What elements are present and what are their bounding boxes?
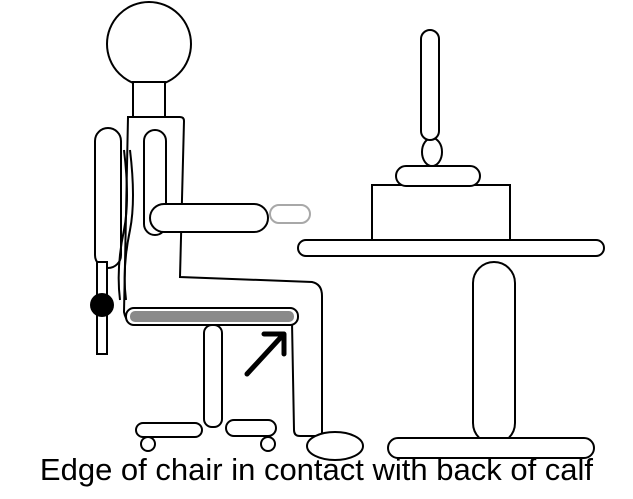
desk-leg	[473, 262, 515, 444]
chair-caster-left	[141, 437, 155, 451]
person-neck	[133, 82, 165, 117]
chair-backrest	[95, 128, 121, 268]
monitor-base	[372, 185, 510, 240]
desk	[298, 240, 604, 458]
chair-base-right	[226, 420, 276, 436]
monitor	[372, 30, 510, 240]
chair-base-left	[136, 423, 202, 437]
chair-adjust-knob	[90, 293, 114, 317]
person-hand	[270, 205, 310, 223]
chair-seat-edge-highlight	[130, 311, 294, 322]
chair-stem	[204, 325, 222, 427]
monitor-screen	[421, 30, 439, 140]
monitor-joint	[422, 138, 442, 166]
desk-top	[298, 240, 604, 256]
figure-caption: Edge of chair in contact with back of ca…	[0, 450, 633, 490]
person-forearm	[150, 204, 268, 232]
person-head	[107, 2, 191, 86]
chair-caster-right	[261, 437, 275, 451]
seated-person	[107, 2, 363, 460]
monitor-stand-plate	[396, 166, 480, 186]
arrow-up-right-icon	[247, 334, 284, 374]
